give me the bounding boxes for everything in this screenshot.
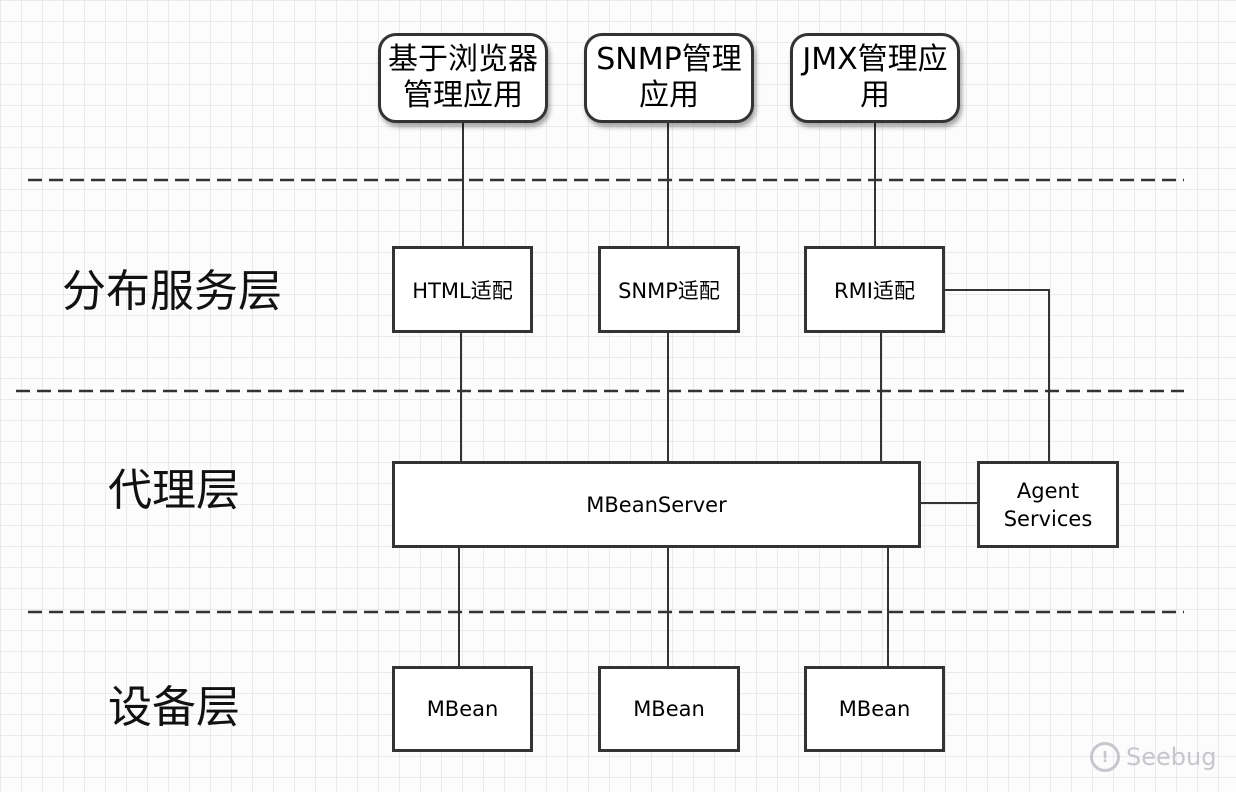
client-browser-app-label: 基于浏览器 管理应用	[388, 42, 538, 113]
agent-services: Agent Services	[977, 461, 1119, 548]
mbean-1-label: MBean	[426, 697, 499, 721]
client-jmx-app-label: JMX管理应 用	[802, 42, 948, 113]
adapter-rmi-label: RMI适配	[834, 278, 915, 303]
layer-label-device: 设备层	[108, 682, 240, 733]
adapter-html-label: HTML适配	[412, 278, 513, 303]
mbean-2: MBean	[598, 666, 740, 752]
adapter-html: HTML适配	[392, 246, 533, 333]
mbean-2-label: MBean	[633, 697, 705, 721]
client-browser-app: 基于浏览器 管理应用	[378, 33, 548, 123]
adapter-snmp: SNMP适配	[598, 246, 740, 333]
client-jmx-app: JMX管理应 用	[790, 33, 960, 123]
line-rmi-to-agent	[944, 289, 1050, 462]
layer-label-agent: 代理层	[108, 465, 240, 516]
mbean-server-label: MBeanServer	[586, 492, 727, 517]
mbean-1: MBean	[392, 666, 533, 752]
mbean-3: MBean	[804, 666, 945, 752]
mbean-3-label: MBean	[838, 697, 911, 721]
watermark-text: Seebug	[1126, 743, 1217, 771]
adapter-rmi: RMI适配	[804, 246, 945, 333]
mbean-server: MBeanServer	[392, 461, 921, 548]
seebug-logo-icon: !	[1090, 742, 1120, 772]
client-snmp-app: SNMP管理 应用	[584, 33, 754, 123]
adapter-snmp-label: SNMP适配	[618, 278, 720, 303]
layer-label-distributed: 分布服务层	[62, 266, 282, 317]
client-snmp-app-label: SNMP管理 应用	[596, 42, 742, 113]
seebug-watermark: ! Seebug	[1090, 742, 1216, 772]
agent-services-label: Agent Services	[1003, 478, 1093, 531]
